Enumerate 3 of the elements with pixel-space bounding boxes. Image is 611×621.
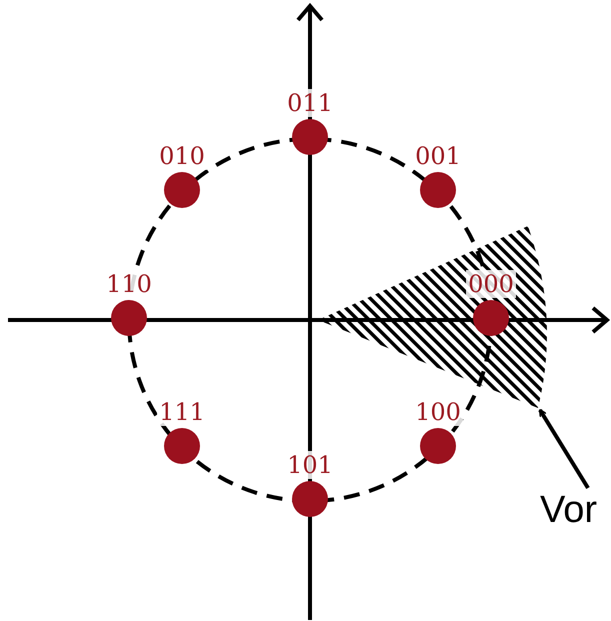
region-label: Vor xyxy=(540,488,598,532)
leader-arrow xyxy=(538,408,590,490)
bit-label: 000 xyxy=(466,270,516,298)
